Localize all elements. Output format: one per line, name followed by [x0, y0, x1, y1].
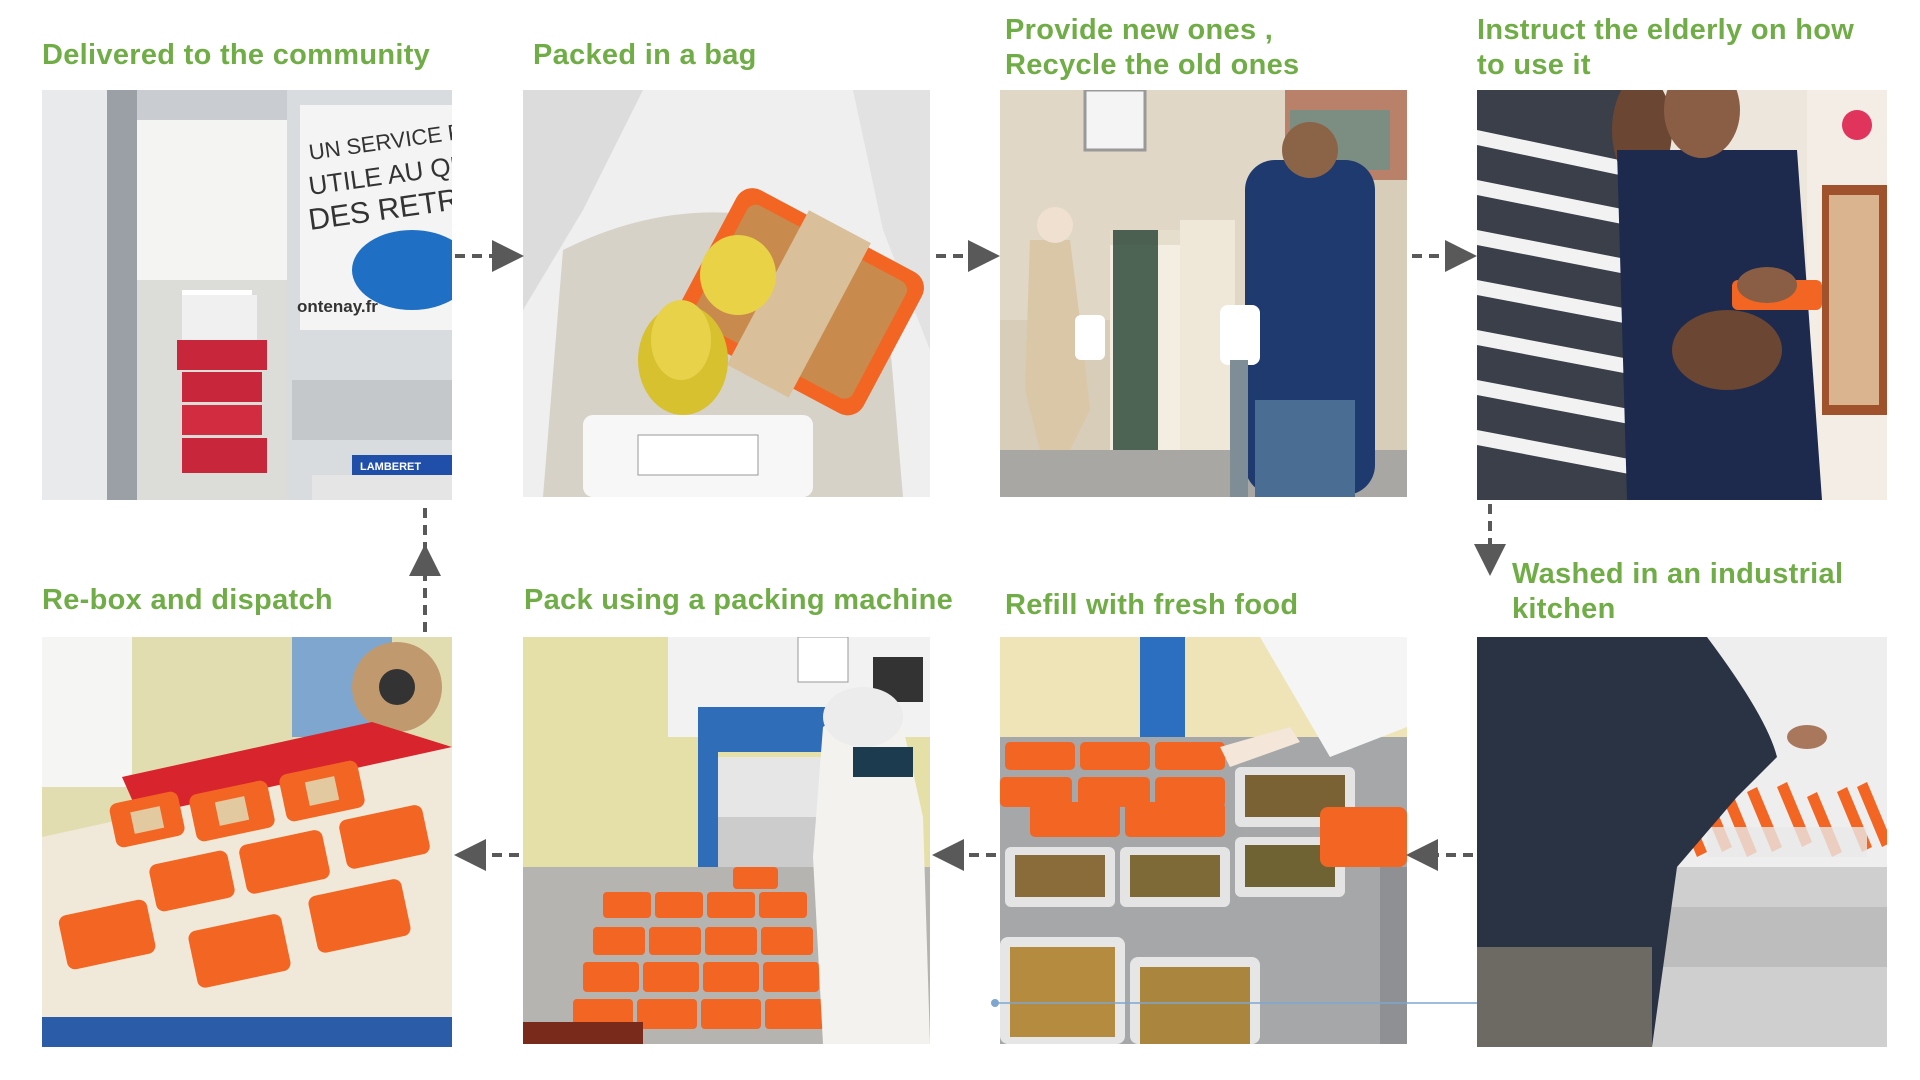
van-brand: LAMBERET: [360, 461, 421, 473]
van-photo: UN SERVICE PUBLIC UTILE AU QUOTID DES RE…: [42, 90, 452, 500]
step-label-packing-machine: Pack using a packing machine: [524, 584, 954, 616]
bag-photo: [523, 90, 930, 497]
washing-photo: [1477, 637, 1887, 1047]
step-label-refill: Refill with fresh food: [1005, 589, 1299, 621]
step-label-provide-recycle: Provide new ones , Recycle the old ones: [1005, 14, 1300, 81]
rebox-photo: [42, 637, 452, 1047]
step-label-rebox: Re-box and dispatch: [42, 584, 333, 616]
step-label-delivered: Delivered to the community: [42, 39, 431, 71]
blue-dot: [991, 999, 999, 1007]
step-label-packed-in-bag: Packed in a bag: [533, 39, 757, 71]
step-label-washed: Washed in an industrial kitchen: [1512, 558, 1844, 625]
van-website: ontenay.fr: [297, 297, 378, 316]
refill-photo: [1000, 637, 1407, 1044]
packing-machine-photo: [523, 637, 930, 1044]
instruct-photo: [1477, 90, 1887, 500]
doorstep-photo: [1000, 90, 1407, 497]
step-label-instruct-elderly: Instruct the elderly on how to use it: [1477, 14, 1855, 81]
